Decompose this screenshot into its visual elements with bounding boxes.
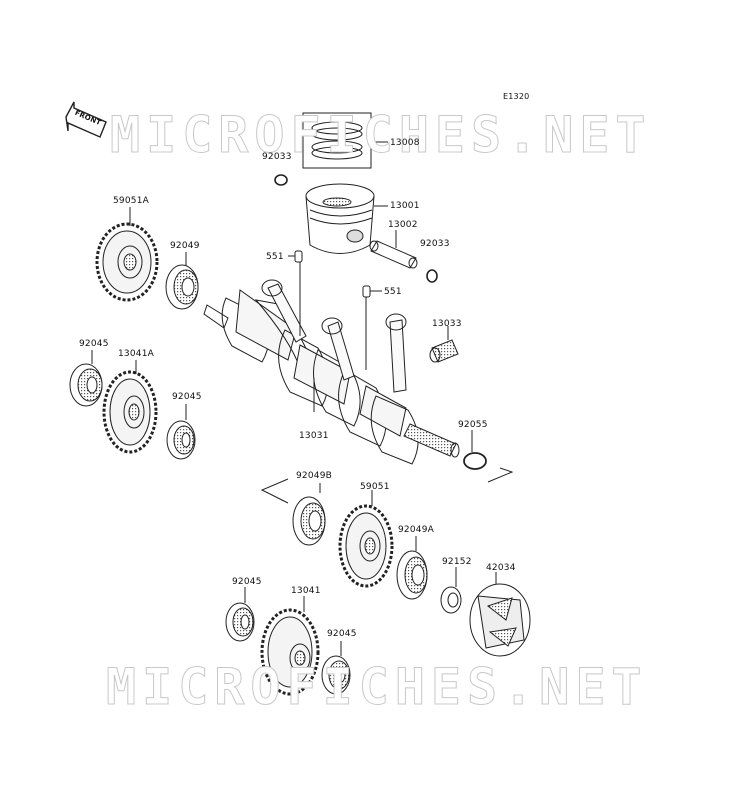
part-label-13002: 13002: [388, 220, 418, 230]
ball-bearing-c: [225, 587, 255, 642]
part-label-92045-c: 92045: [232, 577, 262, 587]
part-label-551-left: 551: [266, 252, 284, 262]
piston-ring-set: [302, 112, 388, 169]
part-label-13031: 13031: [299, 431, 329, 441]
crankshaft: [203, 262, 460, 465]
sprocket-59051A: [95, 207, 159, 302]
oil-seal-92049A: [396, 536, 428, 600]
oil-seal-92049: [165, 252, 199, 310]
gear-13041A: [102, 360, 158, 454]
coupling-42034: [469, 572, 531, 657]
guide-lines: [260, 467, 514, 504]
dowel-pin-left: [288, 250, 303, 263]
piston: [305, 183, 388, 254]
part-label-13033: 13033: [432, 319, 462, 329]
part-label-92055: 92055: [458, 420, 488, 430]
diagram-code: E1320: [503, 92, 530, 101]
oil-seal-92049B: [292, 496, 326, 546]
part-label-92045-a: 92045: [79, 339, 109, 349]
ball-bearing-d: [321, 641, 351, 695]
part-label-13041: 13041: [291, 586, 321, 596]
part-label-92045-d: 92045: [327, 629, 357, 639]
part-label-13001: 13001: [390, 201, 420, 211]
sprocket-59051: [338, 490, 394, 588]
part-label-92049A: 92049A: [398, 525, 434, 535]
part-label-59051A: 59051A: [113, 196, 149, 206]
circlip-right: [426, 269, 438, 283]
watermark-bottom: MICROFICHES.NET: [106, 658, 648, 716]
circlip-left: [274, 174, 288, 186]
ball-bearing-a: [69, 350, 103, 407]
front-arrow-icon: [65, 101, 107, 138]
part-label-13008: 13008: [390, 138, 420, 148]
part-label-59051: 59051: [360, 482, 390, 492]
part-label-13041A: 13041A: [118, 349, 154, 359]
dowel-pin-right: [362, 285, 382, 298]
part-label-92033-left: 92033: [262, 152, 292, 162]
part-label-42034: 42034: [486, 563, 516, 573]
watermark-top: MICROFICHES.NET: [110, 106, 652, 164]
gear-13041: [260, 596, 320, 696]
o-ring-92055: [463, 430, 487, 470]
collar-92152: [440, 567, 462, 614]
part-label-92049B: 92049B: [296, 471, 333, 481]
part-label-92033-right: 92033: [420, 239, 450, 249]
ball-bearing-b: [166, 404, 196, 460]
part-label-92049: 92049: [170, 241, 200, 251]
part-label-551-right: 551: [384, 287, 402, 297]
needle-bearing: [429, 326, 459, 363]
piston-pin: [369, 230, 418, 269]
part-label-92045-b: 92045: [172, 392, 202, 402]
part-label-92152: 92152: [442, 557, 472, 567]
